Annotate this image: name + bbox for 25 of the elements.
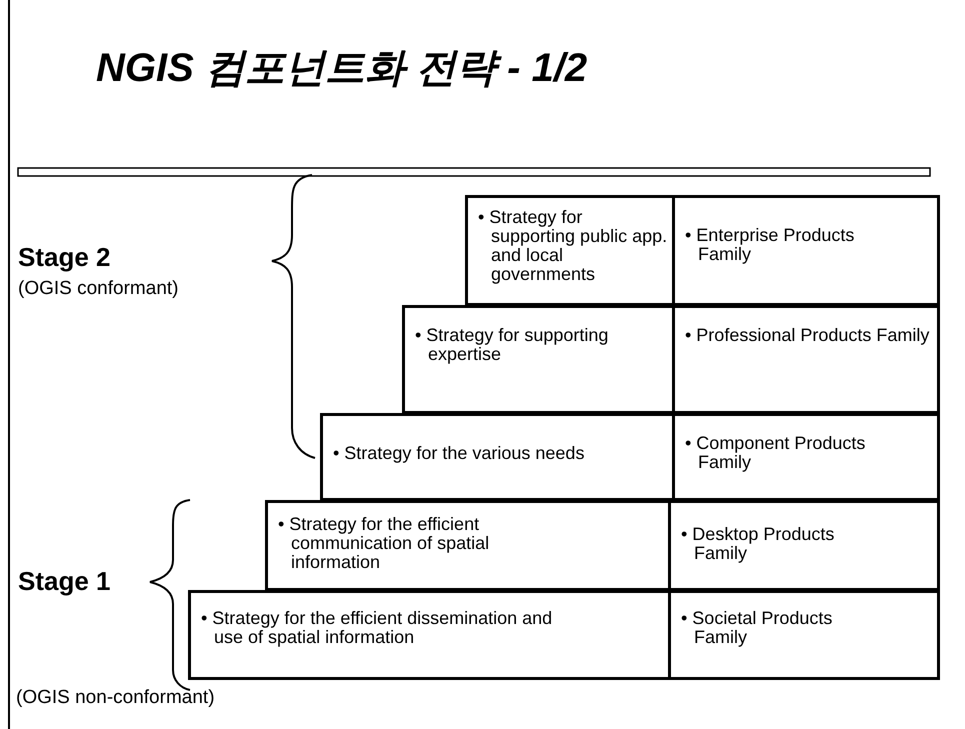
- product-family-cell: [668, 590, 940, 680]
- stage-heading: Stage 1: [18, 566, 110, 597]
- cell-text: • Component Products Family: [685, 434, 866, 472]
- cell-text: • Desktop Products Family: [681, 525, 836, 563]
- product-family-cell: [672, 413, 940, 501]
- cell-text: • Strategy for the efficient dissemination and use of spatial information: [201, 609, 554, 647]
- cell-text: • Strategy for the efficient communication of spatial information: [278, 515, 490, 572]
- stage-note: (OGIS conformant): [18, 278, 178, 300]
- cell-text: • Strategy for supporting public app. and local governments: [478, 208, 668, 284]
- strategy-cell: [402, 305, 675, 414]
- product-family-cell: [672, 305, 940, 414]
- product-family-cell: [668, 500, 940, 591]
- strategy-cell: [465, 195, 675, 306]
- cell-text: • Strategy for supporting expertise: [415, 326, 610, 364]
- stage-heading: Stage 2: [18, 242, 110, 273]
- strategy-cell: [188, 590, 671, 680]
- cell-text: • Enterprise Products Family: [685, 226, 856, 264]
- product-family-cell: [672, 195, 940, 306]
- cell-text: • Professional Products Family: [685, 326, 930, 345]
- cell-text: • Strategy for the various needs: [333, 444, 586, 463]
- strategy-cell: [320, 413, 675, 501]
- cell-text: • Societal Products Family: [681, 609, 834, 647]
- stage-note: (OGIS non-conformant): [16, 687, 215, 709]
- strategy-cell: [265, 500, 671, 591]
- slide-title: NGIS 컴포넌트화 전략 - 1/2: [96, 45, 588, 92]
